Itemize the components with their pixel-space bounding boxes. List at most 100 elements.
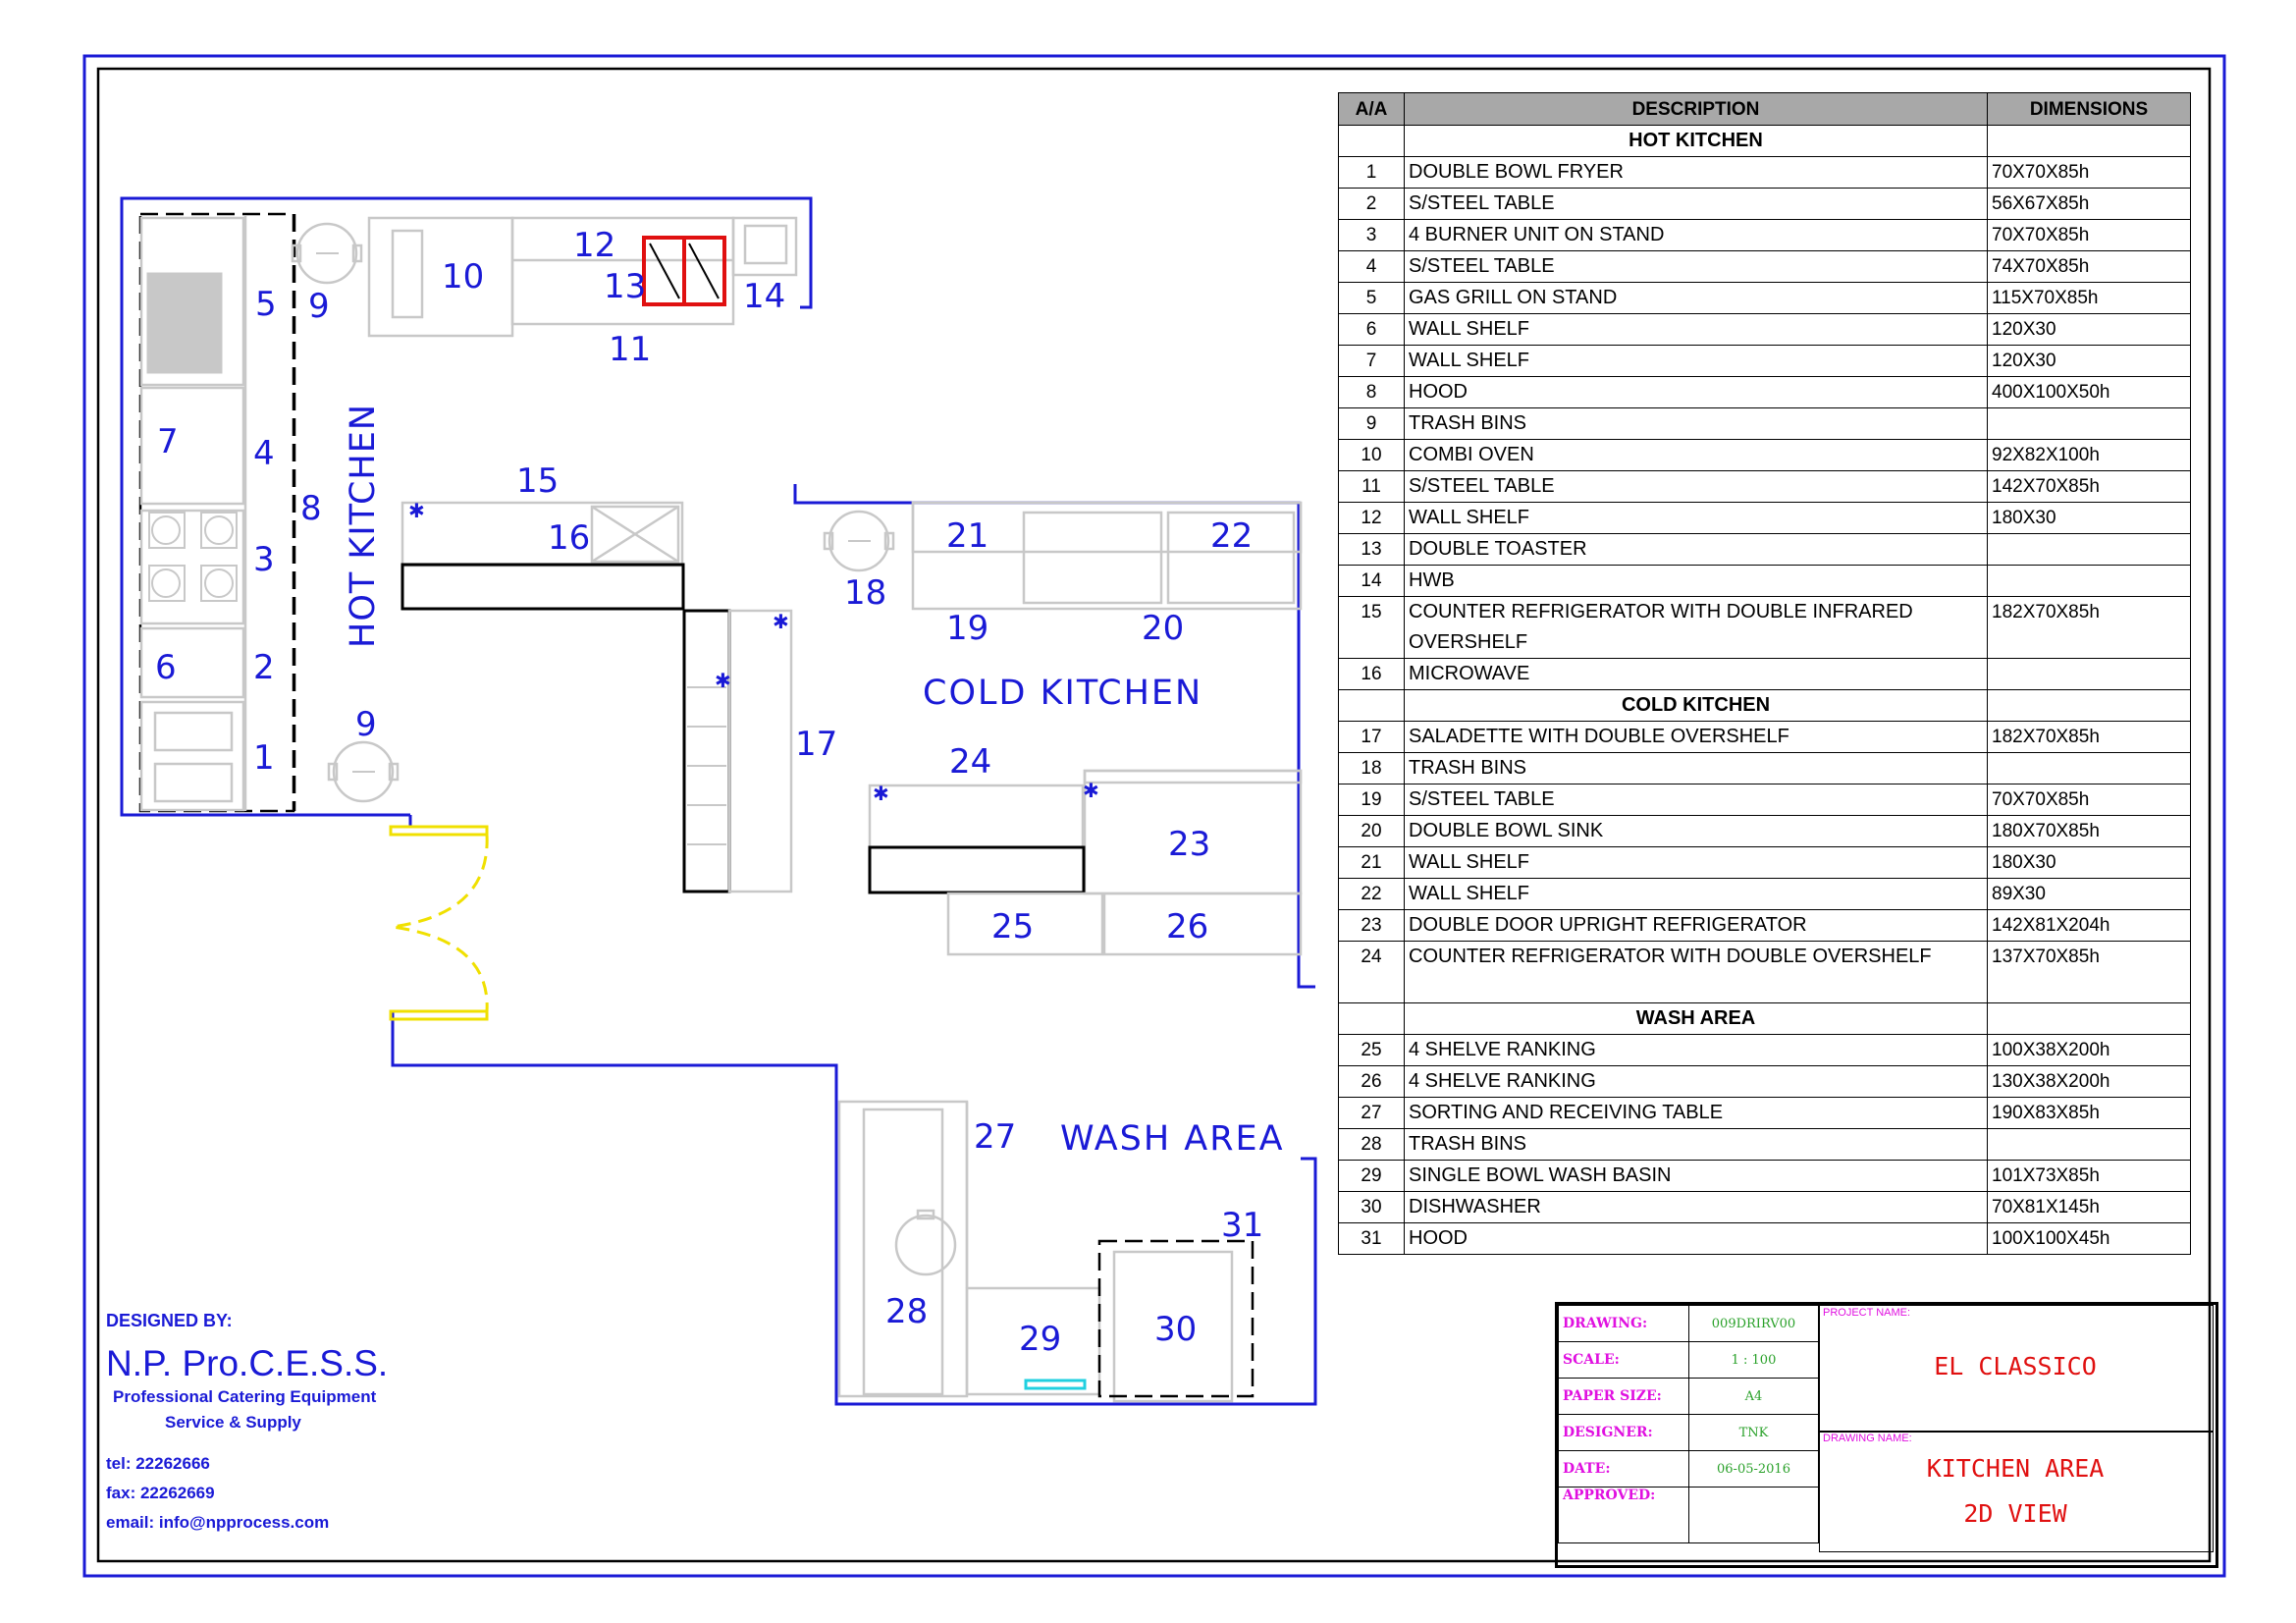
- legend-item-number: 27: [1338, 1097, 1405, 1129]
- legend-item-number: 8: [1338, 376, 1405, 408]
- email-address: email: info@npprocess.com: [106, 1513, 330, 1532]
- plan-label-15: 15: [516, 461, 560, 501]
- legend-item-dimensions: 137X70X85h: [1987, 941, 2191, 1003]
- legend-item-number: 17: [1338, 721, 1405, 753]
- approved-value: [1688, 1487, 1819, 1543]
- legend-item-number: 31: [1338, 1222, 1405, 1255]
- legend-section-title: COLD KITCHEN: [1404, 689, 1988, 722]
- legend-item-dimensions: 92X82X100h: [1987, 439, 2191, 471]
- title-block: DRAWING:009DRIRV00 SCALE:1 : 100 PAPER S…: [1555, 1302, 2218, 1568]
- drawing-value: 009DRIRV00: [1688, 1305, 1819, 1342]
- drawing-name-line-2: 2D VIEW: [1963, 1499, 2067, 1528]
- plan-label-9a: 9: [308, 287, 330, 326]
- legend-item-number: 11: [1338, 470, 1405, 503]
- legend-item-number: 9: [1338, 407, 1405, 440]
- legend-item-number: 10: [1338, 439, 1405, 471]
- legend-item-dimensions: 180X70X85h: [1987, 815, 2191, 847]
- legend-item-dimensions: 120X30: [1987, 345, 2191, 377]
- date-value: 06-05-2016: [1688, 1450, 1819, 1488]
- legend-item-number: 21: [1338, 846, 1405, 879]
- svg-text:✱: ✱: [773, 610, 789, 633]
- legend-item-dimensions: 115X70X85h: [1987, 282, 2191, 314]
- legend-item-dimensions: 400X100X50h: [1987, 376, 2191, 408]
- svg-text:✱: ✱: [715, 669, 731, 692]
- legend-item-description: S/STEEL TABLE: [1404, 250, 1988, 283]
- svg-text:✱: ✱: [1083, 779, 1099, 802]
- legend-item-number: 19: [1338, 784, 1405, 816]
- legend-item-description: 4 BURNER UNIT ON STAND: [1404, 219, 1988, 251]
- legend-header-description: DESCRIPTION: [1404, 92, 1988, 126]
- plan-label-18: 18: [844, 573, 887, 613]
- legend-item-dimensions: [1987, 533, 2191, 566]
- legend-item-description: TRASH BINS: [1404, 1128, 1988, 1161]
- company-tagline-2: Service & Supply: [165, 1413, 301, 1432]
- drawing-name-box: [1819, 1431, 2214, 1552]
- legend-item-number: 30: [1338, 1191, 1405, 1223]
- plan-label-8: 8: [300, 489, 322, 528]
- legend-item-number: 7: [1338, 345, 1405, 377]
- legend-item-description: S/STEEL TABLE: [1404, 470, 1988, 503]
- plan-label-16: 16: [548, 518, 591, 558]
- legend-section-spacer: [1338, 1002, 1405, 1035]
- legend-item-number: 26: [1338, 1065, 1405, 1098]
- area-label-cold-kitchen: COLD KITCHEN: [923, 674, 1203, 713]
- company-name: N.P. Pro.C.E.S.S.: [106, 1343, 389, 1383]
- date-key: DATE:: [1558, 1450, 1689, 1488]
- legend-item-description: S/STEEL TABLE: [1404, 784, 1988, 816]
- legend-section-cold: COLD KITCHEN: [1338, 689, 2191, 722]
- project-name-label: PROJECT NAME:: [1823, 1307, 1911, 1319]
- legend-item-number: 3: [1338, 219, 1405, 251]
- legend-item-number: 25: [1338, 1034, 1405, 1066]
- legend-item-dimensions: 89X30: [1987, 878, 2191, 910]
- company-tagline-1: Professional Catering Equipment: [113, 1387, 377, 1406]
- drawing-key: DRAWING:: [1558, 1305, 1689, 1342]
- scale-key: SCALE:: [1558, 1341, 1689, 1379]
- legend-section-spacer: [1338, 689, 1405, 722]
- legend-item-dimensions: 130X38X200h: [1987, 1065, 2191, 1098]
- legend-item-dimensions: 101X73X85h: [1987, 1160, 2191, 1192]
- plan-label-26: 26: [1166, 907, 1209, 947]
- plan-label-17: 17: [795, 725, 838, 764]
- legend-item-number: 20: [1338, 815, 1405, 847]
- legend-item-number: 18: [1338, 752, 1405, 784]
- paper-size-key: PAPER SIZE:: [1558, 1378, 1689, 1415]
- legend-item-description: S/STEEL TABLE: [1404, 188, 1988, 220]
- legend-item-dimensions: 70X81X145h: [1987, 1191, 2191, 1223]
- legend-item-number: 16: [1338, 658, 1405, 690]
- legend-item-description: WALL SHELF: [1404, 345, 1988, 377]
- legend-item-description: SORTING AND RECEIVING TABLE: [1404, 1097, 1988, 1129]
- designer-block: DESIGNED BY: N.P. Pro.C.E.S.S. Professio…: [106, 1311, 388, 1538]
- svg-text:✱: ✱: [408, 499, 425, 522]
- paper-size-value: A4: [1688, 1378, 1819, 1415]
- legend-item-number: 14: [1338, 565, 1405, 597]
- legend-item-dimensions: 100X38X200h: [1987, 1034, 2191, 1066]
- legend-item-dimensions: 180X30: [1987, 846, 2191, 879]
- plan-label-7: 7: [157, 422, 179, 461]
- plan-label-19: 19: [946, 609, 989, 648]
- legend-item-dimensions: 70X70X85h: [1987, 784, 2191, 816]
- legend-section-hot: HOT KITCHEN: [1338, 125, 2191, 157]
- legend-section-spacer: [1987, 689, 2191, 722]
- legend-item-description: HOOD: [1404, 376, 1988, 408]
- legend-header-aa: A/A: [1338, 92, 1405, 126]
- plan-label-13: 13: [604, 267, 647, 306]
- legend-item-dimensions: 180X30: [1987, 502, 2191, 534]
- svg-text:✱: ✱: [873, 782, 889, 805]
- plan-label-11: 11: [609, 330, 652, 369]
